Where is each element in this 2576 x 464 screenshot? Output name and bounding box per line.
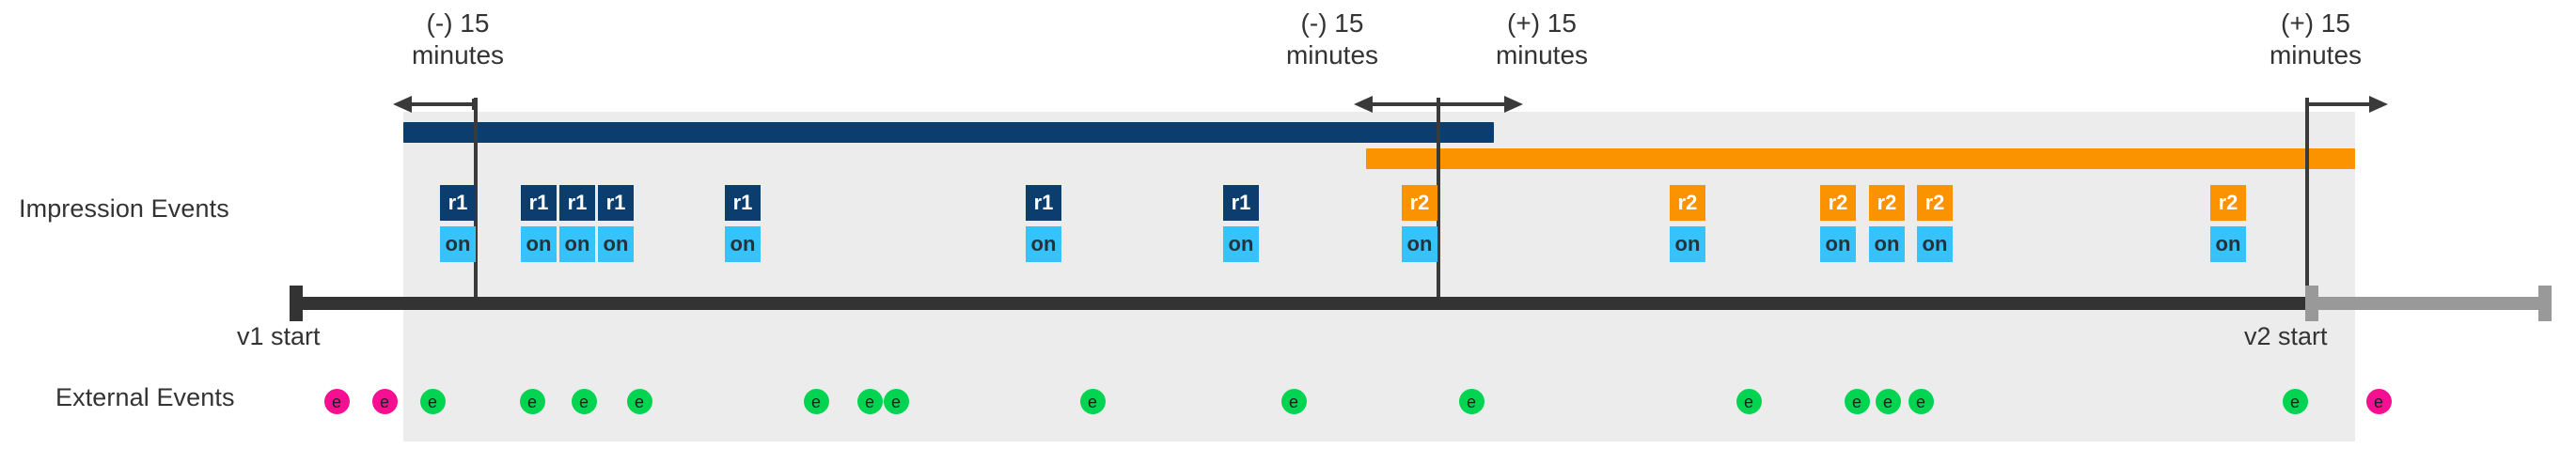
external-event-dot-inside: e — [803, 389, 829, 414]
impression-badge-on: on — [521, 226, 557, 262]
impression-badge-on: on — [440, 226, 476, 262]
annotation-arrow-a4 — [2305, 96, 2388, 113]
impression-badge-r2: r2 — [1869, 185, 1905, 221]
annotation-caption-a4: (+) 15 minutes — [2203, 8, 2428, 71]
marker-line-v2-start — [1437, 98, 1440, 310]
impression-badge-on: on — [559, 226, 595, 262]
impression-badge-r2: r2 — [1670, 185, 1705, 221]
timeline-v2-cap — [2305, 286, 2318, 321]
external-event-dot-outside: e — [323, 389, 350, 414]
impression-badge-on: on — [1026, 226, 1061, 262]
external-event-dot-inside: e — [626, 389, 652, 414]
annotation-caption-a1: (-) 15 minutes — [345, 8, 571, 71]
impression-badge-r2: r2 — [2210, 185, 2246, 221]
external-event-dot-inside: e — [1458, 389, 1484, 414]
external-event-dot-inside: e — [1280, 389, 1307, 414]
timeline-inactive-segment — [2305, 297, 2552, 310]
external-event-dot-inside: e — [419, 389, 446, 414]
annotation-caption-a2: (-) 15 minutes — [1219, 8, 1445, 71]
annotation-line1: (+) 15 — [2281, 8, 2350, 38]
annotation-caption-a3: (+) 15 minutes — [1429, 8, 1655, 71]
marker-line-v1-start — [474, 98, 478, 310]
marker-line-v2-window — [2305, 98, 2309, 302]
timeline-start-cap — [290, 286, 303, 321]
impression-badge-on: on — [1869, 226, 1905, 262]
impression-badge-r1: r1 — [1223, 185, 1259, 221]
impression-badge-on: on — [2210, 226, 2246, 262]
annotation-line2: minutes — [2269, 40, 2363, 70]
impression-badge-r1: r1 — [559, 185, 595, 221]
annotation-line2: minutes — [1285, 40, 1379, 70]
external-events-row-label: External Events — [55, 383, 235, 411]
version-bar-v1 — [403, 122, 1494, 143]
impression-events-row-label: Impression Events — [19, 194, 229, 223]
annotation-line2: minutes — [1495, 40, 1589, 70]
external-event-dot-inside: e — [1844, 389, 1870, 414]
impression-badge-r1: r1 — [725, 185, 761, 221]
timeline-end-cap — [2538, 286, 2552, 321]
annotation-arrow-a1 — [393, 96, 476, 113]
impression-badge-on: on — [1820, 226, 1856, 262]
annotation-line2: minutes — [411, 40, 505, 70]
impression-badge-on: on — [1670, 226, 1705, 262]
impression-badge-r1: r1 — [521, 185, 557, 221]
v2-start-label: v2 start — [2244, 322, 2328, 350]
impression-badge-on: on — [1917, 226, 1953, 262]
external-event-dot-outside: e — [2365, 389, 2392, 414]
external-event-dot-inside: e — [1875, 389, 1901, 414]
impression-badge-r1: r1 — [598, 185, 634, 221]
annotation-line1: (-) 15 — [1300, 8, 1364, 38]
annotation-line1: (+) 15 — [1507, 8, 1577, 38]
timeline-active-segment — [290, 297, 2307, 310]
external-event-dot-outside: e — [371, 389, 398, 414]
external-event-dot-inside: e — [1079, 389, 1106, 414]
impression-badge-r2: r2 — [1820, 185, 1856, 221]
external-event-dot-inside: e — [1736, 389, 1762, 414]
impression-badge-on: on — [1402, 226, 1437, 262]
external-event-dot-inside: e — [883, 389, 909, 414]
external-event-dot-inside: e — [856, 389, 883, 414]
annotation-line1: (-) 15 — [426, 8, 490, 38]
external-event-dot-inside: e — [2282, 389, 2308, 414]
impression-badge-on: on — [1223, 226, 1259, 262]
impression-badge-on: on — [598, 226, 634, 262]
external-event-dot-inside: e — [1908, 389, 1934, 414]
impression-badge-r2: r2 — [1917, 185, 1953, 221]
impression-badge-r2: r2 — [1402, 185, 1437, 221]
impression-badge-r1: r1 — [1026, 185, 1061, 221]
external-event-dot-inside: e — [519, 389, 545, 414]
v1-start-label: v1 start — [237, 322, 321, 350]
impression-badge-r1: r1 — [440, 185, 476, 221]
impression-badge-on: on — [725, 226, 761, 262]
external-event-dot-inside: e — [571, 389, 597, 414]
version-bar-v2 — [1366, 148, 2355, 169]
